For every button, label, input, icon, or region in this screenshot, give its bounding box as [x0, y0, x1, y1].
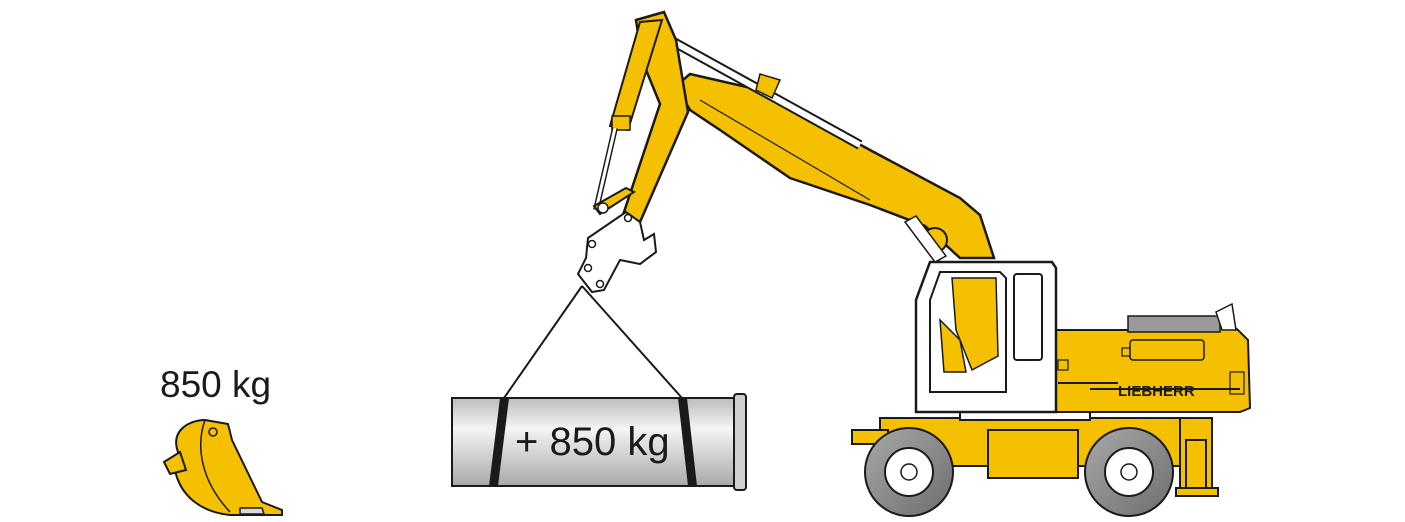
rear-wheel: [1085, 428, 1173, 516]
front-wheel: [865, 428, 953, 516]
bucket-weight-label: 850 kg: [160, 364, 271, 406]
load-weight-label: + 850 kg: [515, 420, 670, 465]
bucket-icon: [164, 420, 282, 515]
lifting-slings: [504, 286, 682, 398]
brand-logo: LIEBHERR: [1118, 383, 1195, 400]
